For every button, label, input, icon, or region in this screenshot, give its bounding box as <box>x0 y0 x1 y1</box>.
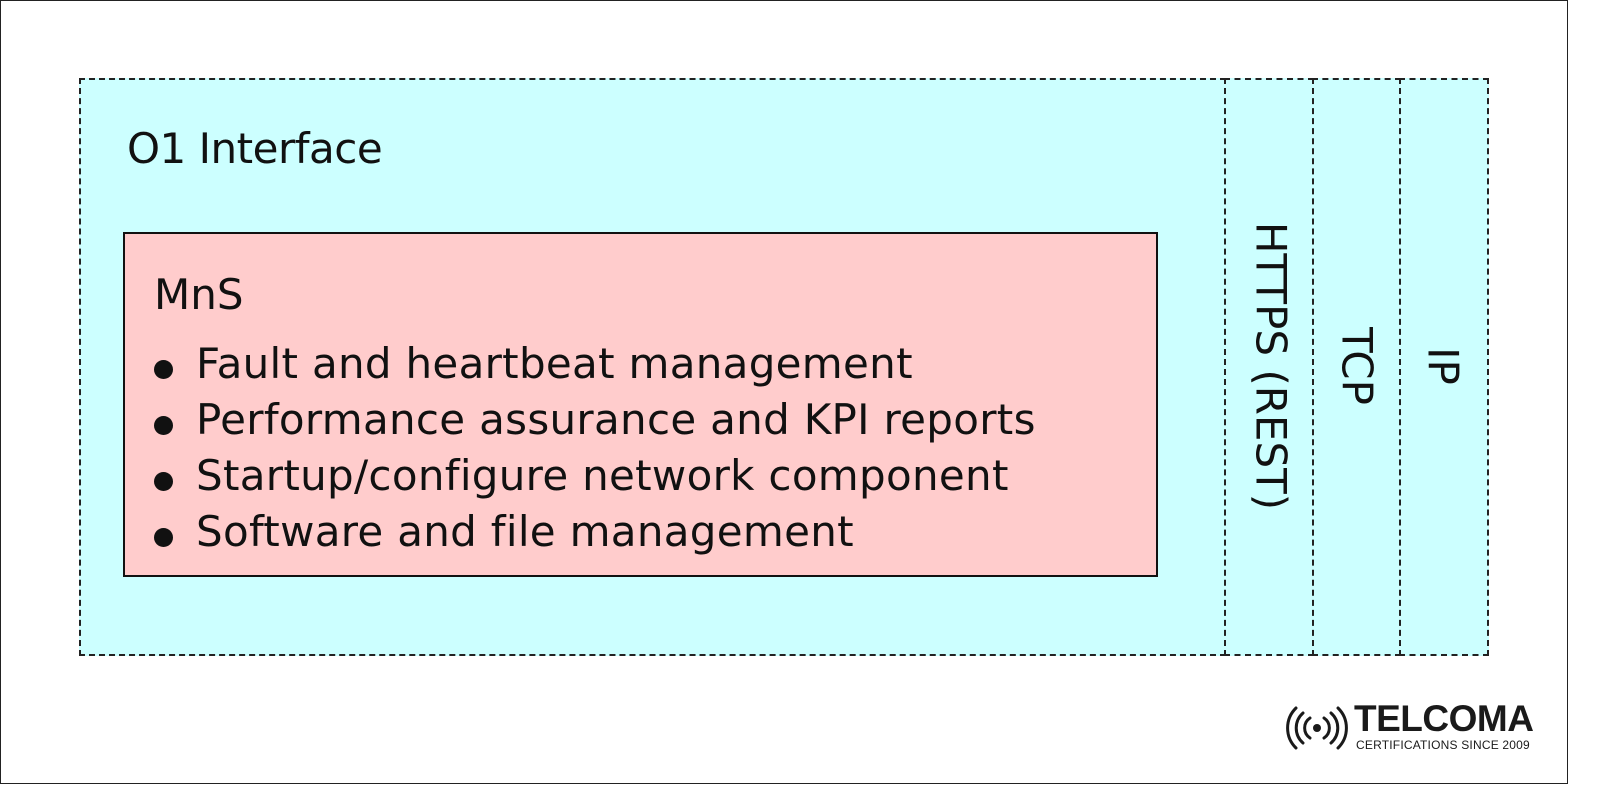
mns-item-label: Performance assurance and KPI reports <box>196 395 1036 444</box>
mns-list-item: Performance assurance and KPI reports <box>150 392 1036 448</box>
bullet-icon <box>154 472 173 491</box>
layer-ip-box <box>1399 78 1489 656</box>
layer-tcp-box <box>1312 78 1401 656</box>
telcoma-logo: TELCOMA CERTIFICATIONS SINCE 2009 <box>1284 698 1546 756</box>
bullet-icon <box>154 416 173 435</box>
signal-waves-icon <box>1286 706 1348 750</box>
layer-https-label: HTTPS (REST) <box>1246 221 1296 511</box>
mns-title: MnS <box>154 270 244 319</box>
logo-name: TELCOMA <box>1354 698 1534 739</box>
outer-frame <box>0 0 1568 784</box>
mns-item-label: Software and file management <box>196 507 854 556</box>
bullet-icon <box>154 528 173 547</box>
mns-item-label: Startup/configure network component <box>196 451 1009 500</box>
mns-item-label: Fault and heartbeat management <box>196 339 913 388</box>
logo-tagline: CERTIFICATIONS SINCE 2009 <box>1356 738 1530 752</box>
layer-tcp-label: TCP <box>1332 327 1382 405</box>
mns-box <box>123 232 1158 577</box>
mns-list: Fault and heartbeat management Performan… <box>150 336 1036 560</box>
o1-interface-title: O1 Interface <box>127 124 383 173</box>
mns-list-item: Software and file management <box>150 504 1036 560</box>
layer-ip-label: IP <box>1418 347 1468 385</box>
mns-list-item: Startup/configure network component <box>150 448 1036 504</box>
mns-list-item: Fault and heartbeat management <box>150 336 1036 392</box>
bullet-icon <box>154 360 173 379</box>
